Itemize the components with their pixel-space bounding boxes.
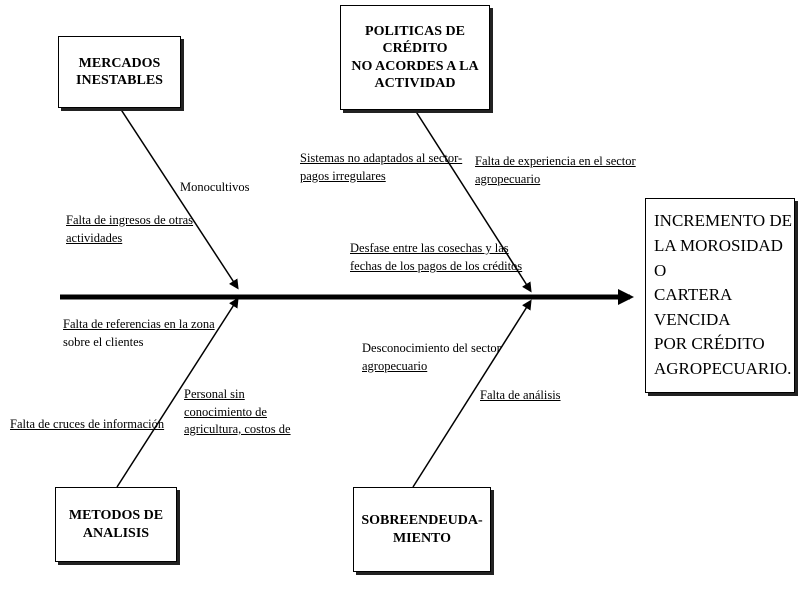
label-desconocimiento: Desconocimiento del sector agropecuario — [362, 341, 501, 373]
cause-box-mercados: MERCADOS INESTABLES — [58, 36, 181, 108]
label-falta-experiencia: Falta de experiencia en el sector agrope… — [475, 154, 636, 186]
cause-mercados-line-1: MERCADOS — [78, 55, 161, 71]
label-sistemas: Sistemas no adaptados al sector- pagos i… — [300, 151, 463, 183]
bone-politicas — [414, 109, 532, 293]
label-falta-ingresos: Falta de ingresos de otras actividades — [66, 213, 194, 245]
bone-mercados — [119, 107, 239, 290]
cause-politicas-line-2: NO ACORDES A LA — [351, 58, 479, 74]
cause-metodos-line-1: METODOS DE — [68, 508, 164, 523]
effect-line-2: LA MOROSIDAD O — [654, 235, 783, 280]
label-personal: Personal sin conocimiento de agricultura… — [184, 387, 291, 436]
effect-box: INCREMENTO DE LA MOROSIDAD O CARTERA VEN… — [645, 198, 795, 393]
cause-sobreendeuda-line-2: MIENTO — [392, 530, 452, 546]
effect-line-3: CARTERA VENCIDA — [654, 285, 732, 329]
effect-line-5: AGROPECUARIO. — [654, 359, 792, 379]
cause-politicas-line-1: POLITICAS DE CRÉDITO — [365, 23, 465, 57]
bone-metodos — [116, 297, 239, 488]
cause-sobreendeuda-line-1: SOBREENDEUDA- — [361, 513, 483, 528]
effect-line-4: POR CRÉDITO — [654, 334, 765, 354]
cause-politicas-line-3: ACTIVIDAD — [374, 76, 456, 91]
cause-box-metodos: METODOS DE ANALISIS — [55, 487, 177, 562]
label-falta-analisis: Falta de análisis — [480, 388, 561, 402]
label-falta-referencias: Falta de referencias en la zona sobre el… — [63, 317, 215, 349]
cause-metodos-line-2: ANALISIS — [82, 525, 150, 541]
cause-box-politicas: POLITICAS DE CRÉDITO NO ACORDES A LA ACT… — [340, 5, 490, 110]
label-falta-cruces: Falta de cruces de información — [10, 417, 165, 431]
label-desfase: Desfase entre las cosechas y las fechas … — [350, 241, 523, 273]
cause-box-sobreendeuda: SOBREENDEUDA- MIENTO — [353, 487, 491, 572]
label-monocultivos: Monocultivos — [180, 180, 250, 194]
effect-line-1: INCREMENTO DE — [654, 211, 793, 231]
cause-mercados-line-2: INESTABLES — [76, 73, 163, 88]
bone-sobreendeuda — [412, 299, 532, 488]
